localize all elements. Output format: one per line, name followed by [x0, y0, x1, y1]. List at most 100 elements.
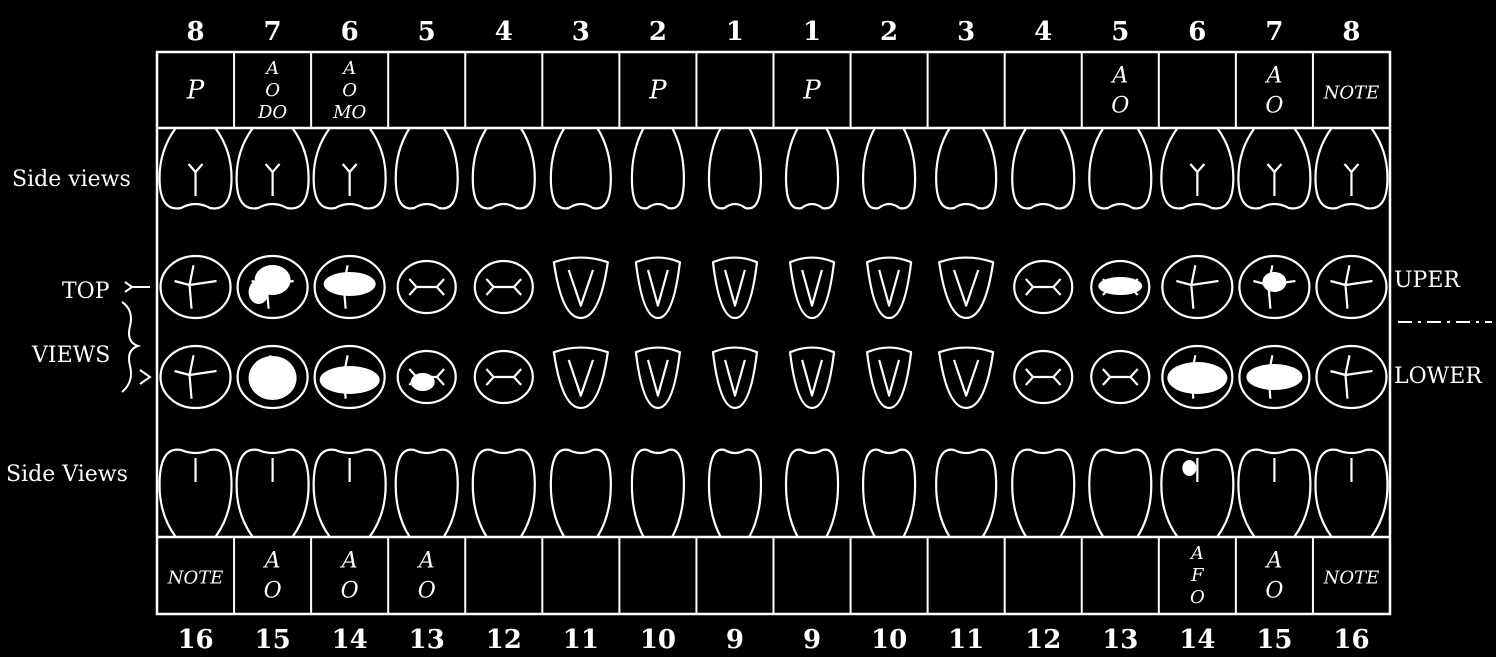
tooth-number-lower: 10: [640, 625, 676, 655]
restoration-mark: [1182, 460, 1196, 476]
upper-top-view-tooth: [1014, 261, 1072, 313]
upper-side-tooth: [709, 128, 761, 208]
upper-side-tooth: [160, 128, 232, 208]
restoration-mark: [1167, 362, 1227, 394]
tooth-number-upper: 6: [1188, 17, 1206, 47]
upper-note-text: O: [1111, 93, 1129, 118]
tooth-number-lower: 12: [486, 625, 522, 655]
upper-side-tooth: [237, 128, 309, 208]
upper-note-text: P: [648, 76, 667, 106]
chart-frame: [157, 52, 1390, 614]
tooth-number-lower: 13: [1102, 625, 1138, 655]
lower-side-tooth: [473, 450, 535, 537]
upper-side-tooth: [632, 128, 684, 208]
lower-note-text: F: [1190, 565, 1205, 586]
teeth-drawings: [160, 128, 1388, 537]
lower-top-view-tooth: [636, 348, 680, 408]
upper-note-text: MO: [332, 102, 366, 123]
upper-top-view-tooth: [790, 258, 834, 318]
upper-side-tooth: [1238, 128, 1310, 208]
lower-side-tooth: [1238, 450, 1310, 537]
lower-side-tooth: [709, 450, 761, 537]
tooth-number-upper: 1: [803, 17, 821, 47]
upper-top-view-tooth: [939, 258, 993, 318]
upper-top-view-tooth: [554, 258, 608, 318]
brace-markers: [122, 282, 150, 392]
lower-note-text: O: [1190, 587, 1205, 608]
upper-top-view-tooth: [161, 256, 231, 318]
top-arrow-icon: [125, 282, 150, 292]
tooth-number-upper: 4: [1034, 17, 1052, 47]
tooth-number-upper: 5: [418, 17, 436, 47]
lower-top-view-tooth: [554, 348, 608, 408]
tooth-number-lower: 15: [1256, 625, 1292, 655]
views-arrow-icon: [140, 370, 150, 384]
upper-note-text: P: [802, 76, 821, 106]
upper-top-view-tooth: [475, 261, 533, 313]
lower-side-tooth: [632, 450, 684, 537]
lower-side-tooth: [551, 450, 611, 537]
tooth-number-upper: 3: [957, 17, 975, 47]
lower-note-text: NOTE: [167, 568, 224, 589]
tooth-number-lower: 14: [332, 625, 368, 655]
restoration-mark: [411, 373, 435, 391]
upper-note-text: A: [341, 58, 356, 79]
tooth-number-upper: 3: [572, 17, 590, 47]
lower-note-text: O: [1265, 578, 1283, 603]
lower-note-text: A: [417, 548, 435, 573]
tooth-number-lower: 15: [255, 625, 291, 655]
upper-note-text: A: [264, 58, 279, 79]
restoration-mark: [249, 280, 269, 304]
upper-side-tooth: [473, 128, 535, 208]
views-brace-icon: [122, 302, 138, 392]
lower-top-view-tooth: [1316, 346, 1386, 408]
upper-top-view-tooth: [398, 261, 456, 313]
upper-note-text: DO: [257, 102, 287, 123]
lower-side-tooth: [1161, 450, 1233, 537]
tooth-number-lower: 12: [1025, 625, 1061, 655]
lower-side-tooth: [1089, 450, 1151, 537]
lower-side-tooth: [1315, 450, 1387, 537]
lower-side-tooth: [863, 450, 915, 537]
restoration-mark: [1262, 272, 1286, 292]
restoration-mark: [1246, 364, 1302, 390]
lower-side-tooth: [396, 450, 458, 537]
tooth-number-upper: 7: [1265, 17, 1283, 47]
tooth-number-lower: 13: [409, 625, 445, 655]
restoration-mark: [324, 272, 376, 296]
upper-side-tooth: [786, 128, 838, 208]
upper-note-text: A: [1264, 63, 1282, 88]
lower-side-tooth: [237, 450, 309, 537]
tooth-number-lower: 9: [803, 625, 821, 655]
label-upper-arch: UPER: [1394, 268, 1461, 293]
lower-note-text: NOTE: [1323, 568, 1380, 589]
lower-top-view-tooth: [713, 348, 757, 408]
upper-note-text: O: [1265, 93, 1283, 118]
lower-top-view-tooth: [790, 348, 834, 408]
lower-note-text: O: [264, 578, 282, 603]
lower-side-tooth: [1012, 450, 1074, 537]
upper-side-tooth: [314, 128, 386, 208]
label-views: VIEWS: [31, 343, 110, 368]
restoration-mark: [249, 356, 297, 400]
upper-note-text: A: [1110, 63, 1128, 88]
lower-note-text: O: [418, 578, 436, 603]
tooth-number-lower: 16: [177, 625, 213, 655]
tooth-number-lower: 10: [871, 625, 907, 655]
lower-note-text: O: [341, 578, 359, 603]
upper-note-text: O: [265, 80, 280, 101]
restoration-mark: [1098, 277, 1142, 295]
tooth-number-lower: 11: [563, 625, 599, 655]
lower-note-text: A: [1264, 548, 1282, 573]
upper-note-text: P: [186, 76, 205, 106]
label-side-views-upper: Side views: [12, 167, 131, 192]
lower-top-view-tooth: [939, 348, 993, 408]
lower-top-view-tooth: [475, 351, 533, 403]
upper-top-view-tooth: [1316, 256, 1386, 318]
lower-side-tooth: [936, 450, 996, 537]
upper-side-tooth: [1161, 128, 1233, 208]
lower-side-tooth: [786, 450, 838, 537]
chart-grid: [157, 52, 1492, 614]
upper-side-tooth: [1315, 128, 1387, 208]
